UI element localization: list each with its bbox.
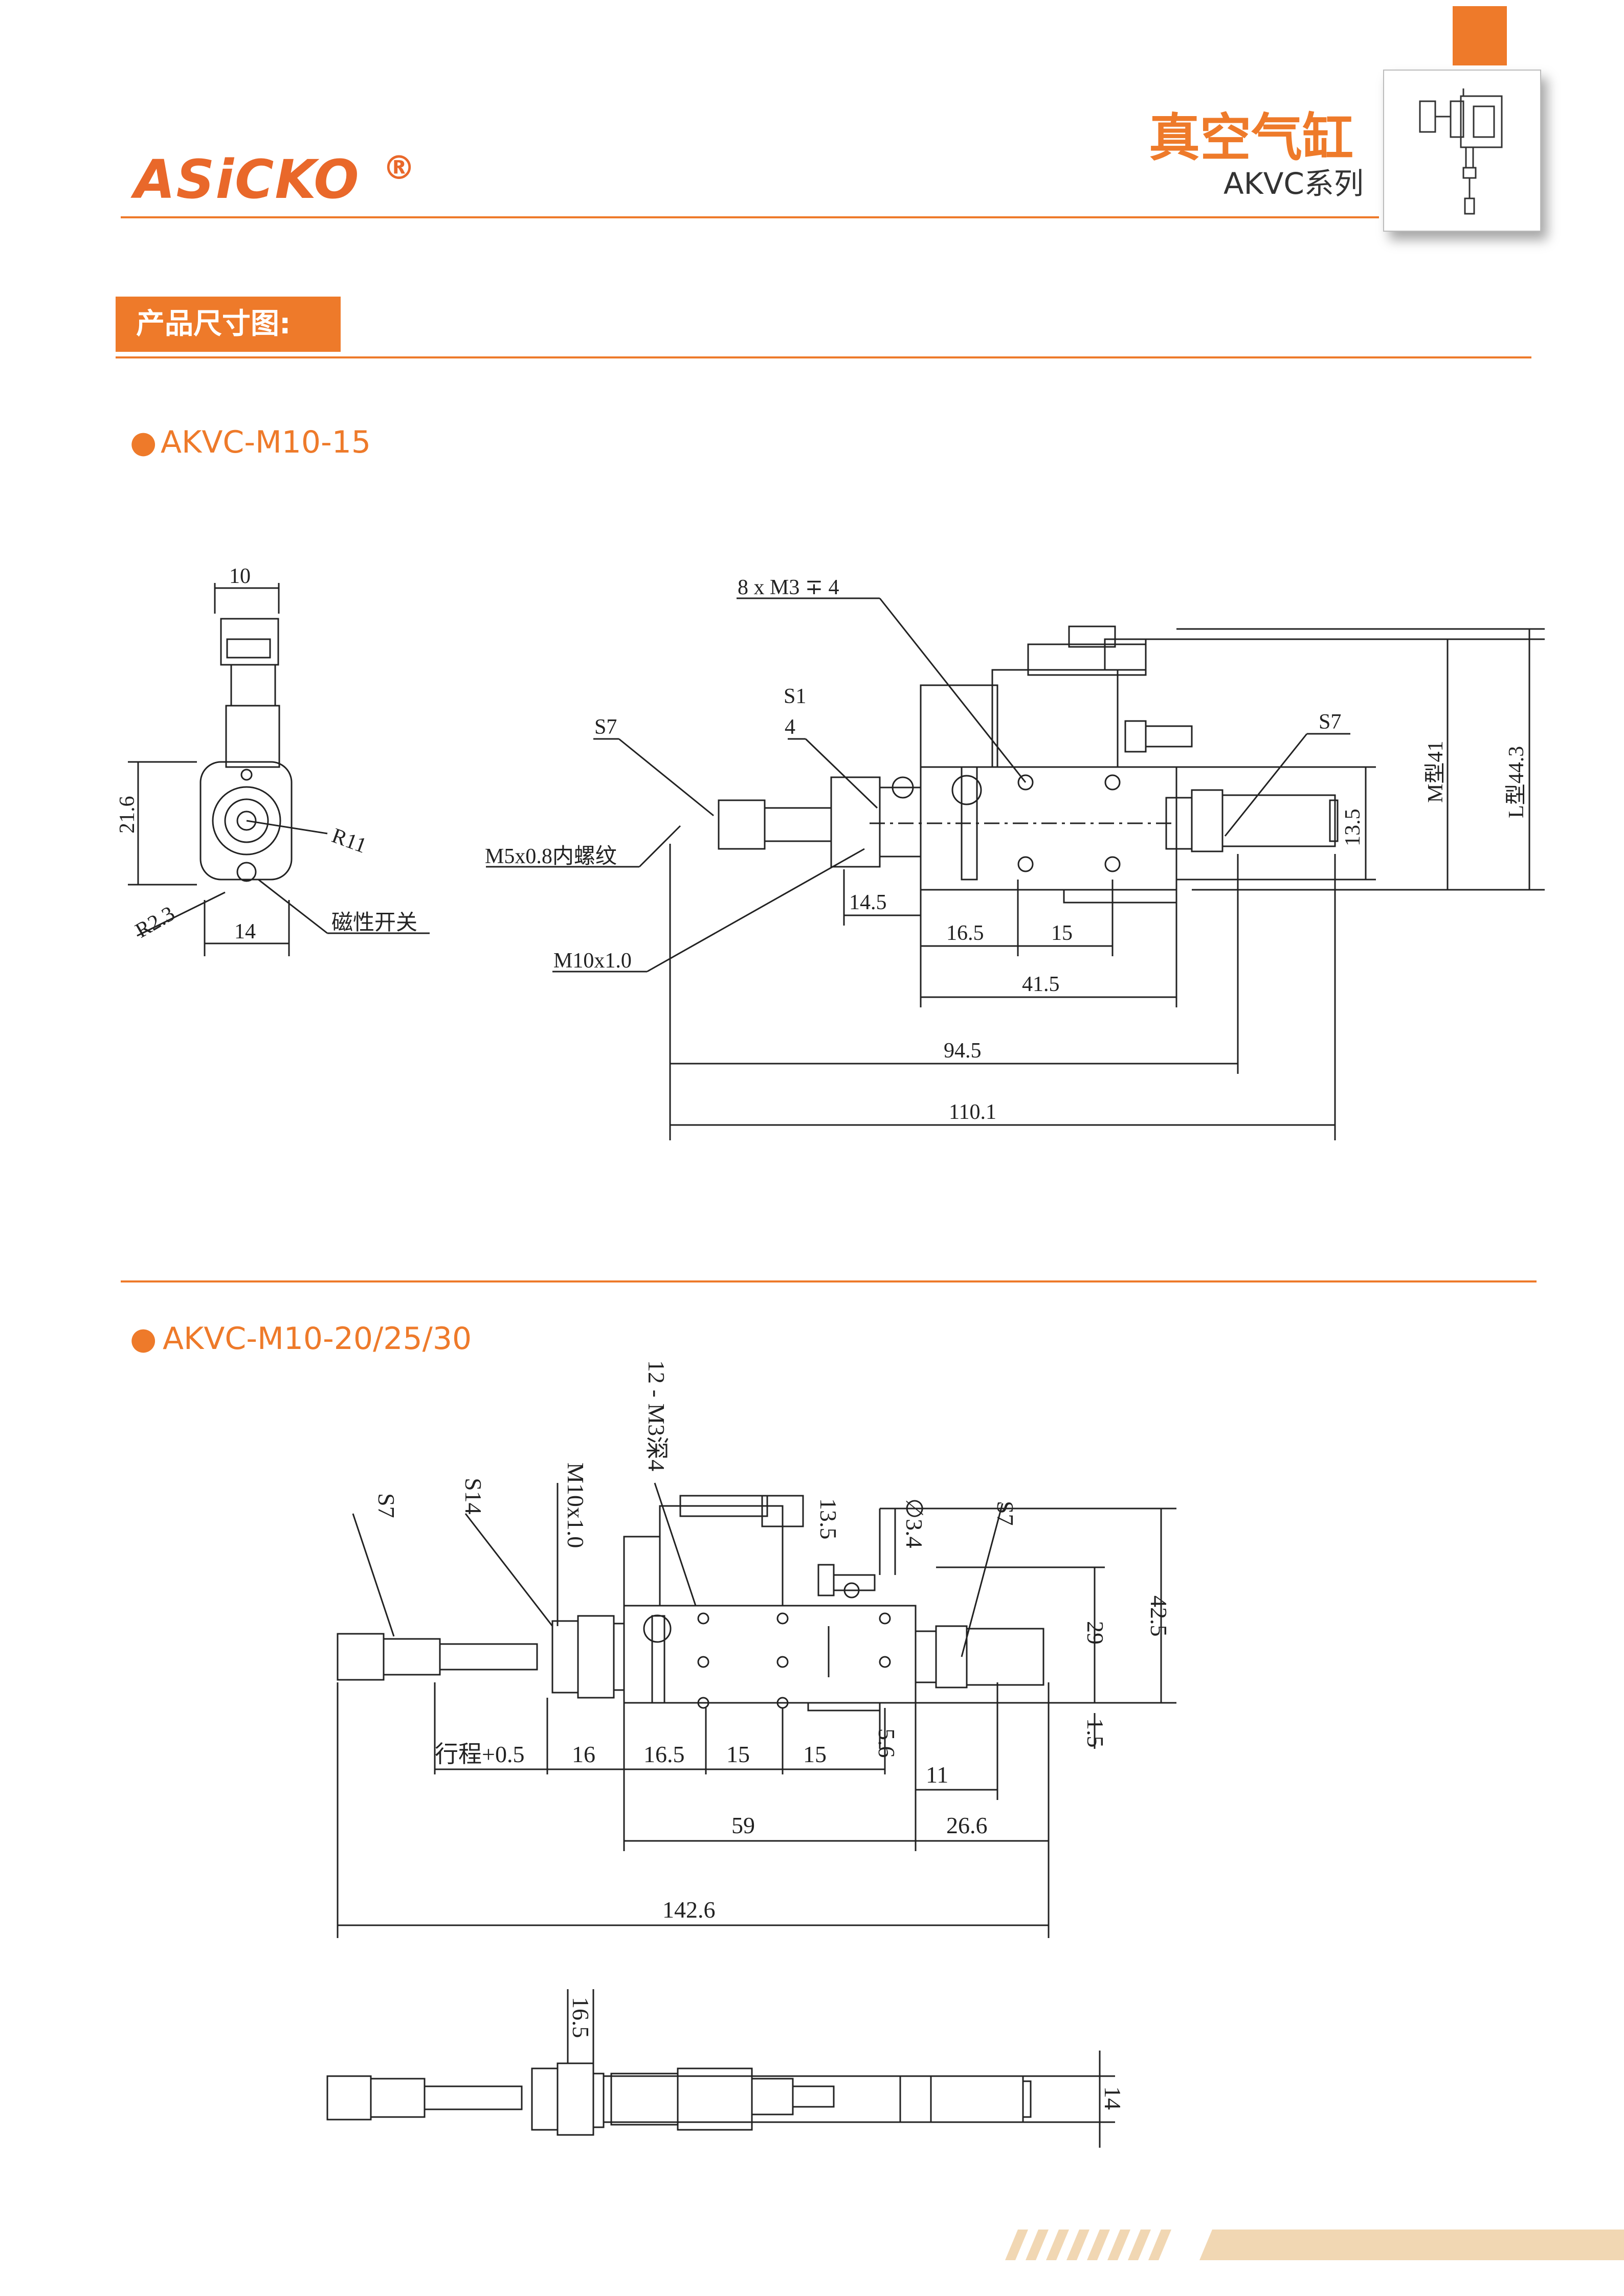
- dim-11: 11: [926, 1762, 948, 1788]
- registered-mark: ®: [383, 149, 415, 187]
- m5-thread-label: M5x0.8内螺纹: [485, 845, 617, 868]
- s7-left-label: S7: [594, 715, 617, 739]
- dim-14: 14: [1100, 2086, 1126, 2110]
- section-rule: [116, 356, 1531, 358]
- dim-5-6: 5.6: [874, 1728, 900, 1758]
- dim-42-5: 42.5: [1146, 1595, 1172, 1637]
- brand-logo: ASiCKO: [134, 148, 360, 211]
- bullet-icon: ●: [130, 1321, 157, 1357]
- dim-59: 59: [731, 1812, 755, 1838]
- dim-26-6: 26.6: [946, 1812, 988, 1838]
- page-title: 真空气缸: [1149, 108, 1353, 168]
- header-rule: [121, 216, 1379, 218]
- holes-label: 12 - M3深4: [643, 1360, 670, 1471]
- dim-15-b: 15: [803, 1741, 827, 1767]
- dim-29: 29: [1082, 1621, 1108, 1645]
- dim-16-5-2: 16.5: [643, 1741, 685, 1767]
- s1-label: S1: [784, 685, 806, 708]
- s7-right-label-2: S7: [992, 1501, 1018, 1526]
- dim-41-5: 41.5: [1022, 973, 1060, 996]
- dim-142-6: 142.6: [662, 1897, 716, 1923]
- bullet-icon: ●: [130, 424, 157, 460]
- dim-height-left: 21.6: [116, 796, 139, 834]
- m10-label: M10x1.0: [553, 949, 632, 973]
- dim-16-5-top: 16.5: [568, 1997, 594, 2038]
- model1-name: AKVC-M10-15: [161, 424, 371, 460]
- m10-label-2: M10x1.0: [563, 1462, 589, 1548]
- s7-right-label: S7: [1319, 710, 1341, 734]
- dim-width-top: 10: [229, 565, 251, 588]
- dim-radius-small: R2.3: [131, 902, 179, 943]
- dim-l-type: L型44.3: [1505, 746, 1528, 818]
- dim-16: 16: [572, 1741, 595, 1767]
- dim-13-5-2: 13.5: [815, 1498, 841, 1540]
- dim-14-5: 14.5: [849, 891, 887, 914]
- mount-holes-label: 8 x M3 ∓ 4: [738, 576, 839, 599]
- product-thumbnail-drawing: [1419, 88, 1503, 215]
- dim-radius: R11: [329, 824, 370, 858]
- s14-label: S14: [460, 1478, 486, 1515]
- phi-3-4: ∅3.4: [901, 1498, 927, 1548]
- dim-1-5: 1.5: [1082, 1718, 1108, 1748]
- dim-m-type: M型41: [1424, 741, 1448, 803]
- section-heading: 产品尺寸图:: [116, 297, 341, 352]
- stroke-label: 行程+0.5: [435, 1741, 524, 1767]
- dim-width-bottom: 14: [234, 920, 256, 943]
- dim-15-a: 15: [726, 1741, 750, 1767]
- dim-16-5: 16.5: [946, 921, 984, 945]
- dim-13-5: 13.5: [1341, 809, 1365, 847]
- product-thumbnail: [1383, 70, 1541, 232]
- s7-left-label-2: S7: [373, 1493, 399, 1518]
- dim-110-1: 110.1: [949, 1100, 996, 1124]
- magnet-switch-label: 磁性开关: [331, 911, 417, 935]
- model2-name: AKVC-M10-20/25/30: [163, 1321, 472, 1357]
- dim-15: 15: [1051, 921, 1073, 945]
- thumbnail-tab: [1453, 6, 1507, 65]
- section-divider: [121, 1280, 1537, 1282]
- s1-sub-label: 4: [785, 715, 795, 739]
- dim-94-5: 94.5: [944, 1039, 982, 1063]
- series-label: AKVC系列: [1223, 166, 1364, 201]
